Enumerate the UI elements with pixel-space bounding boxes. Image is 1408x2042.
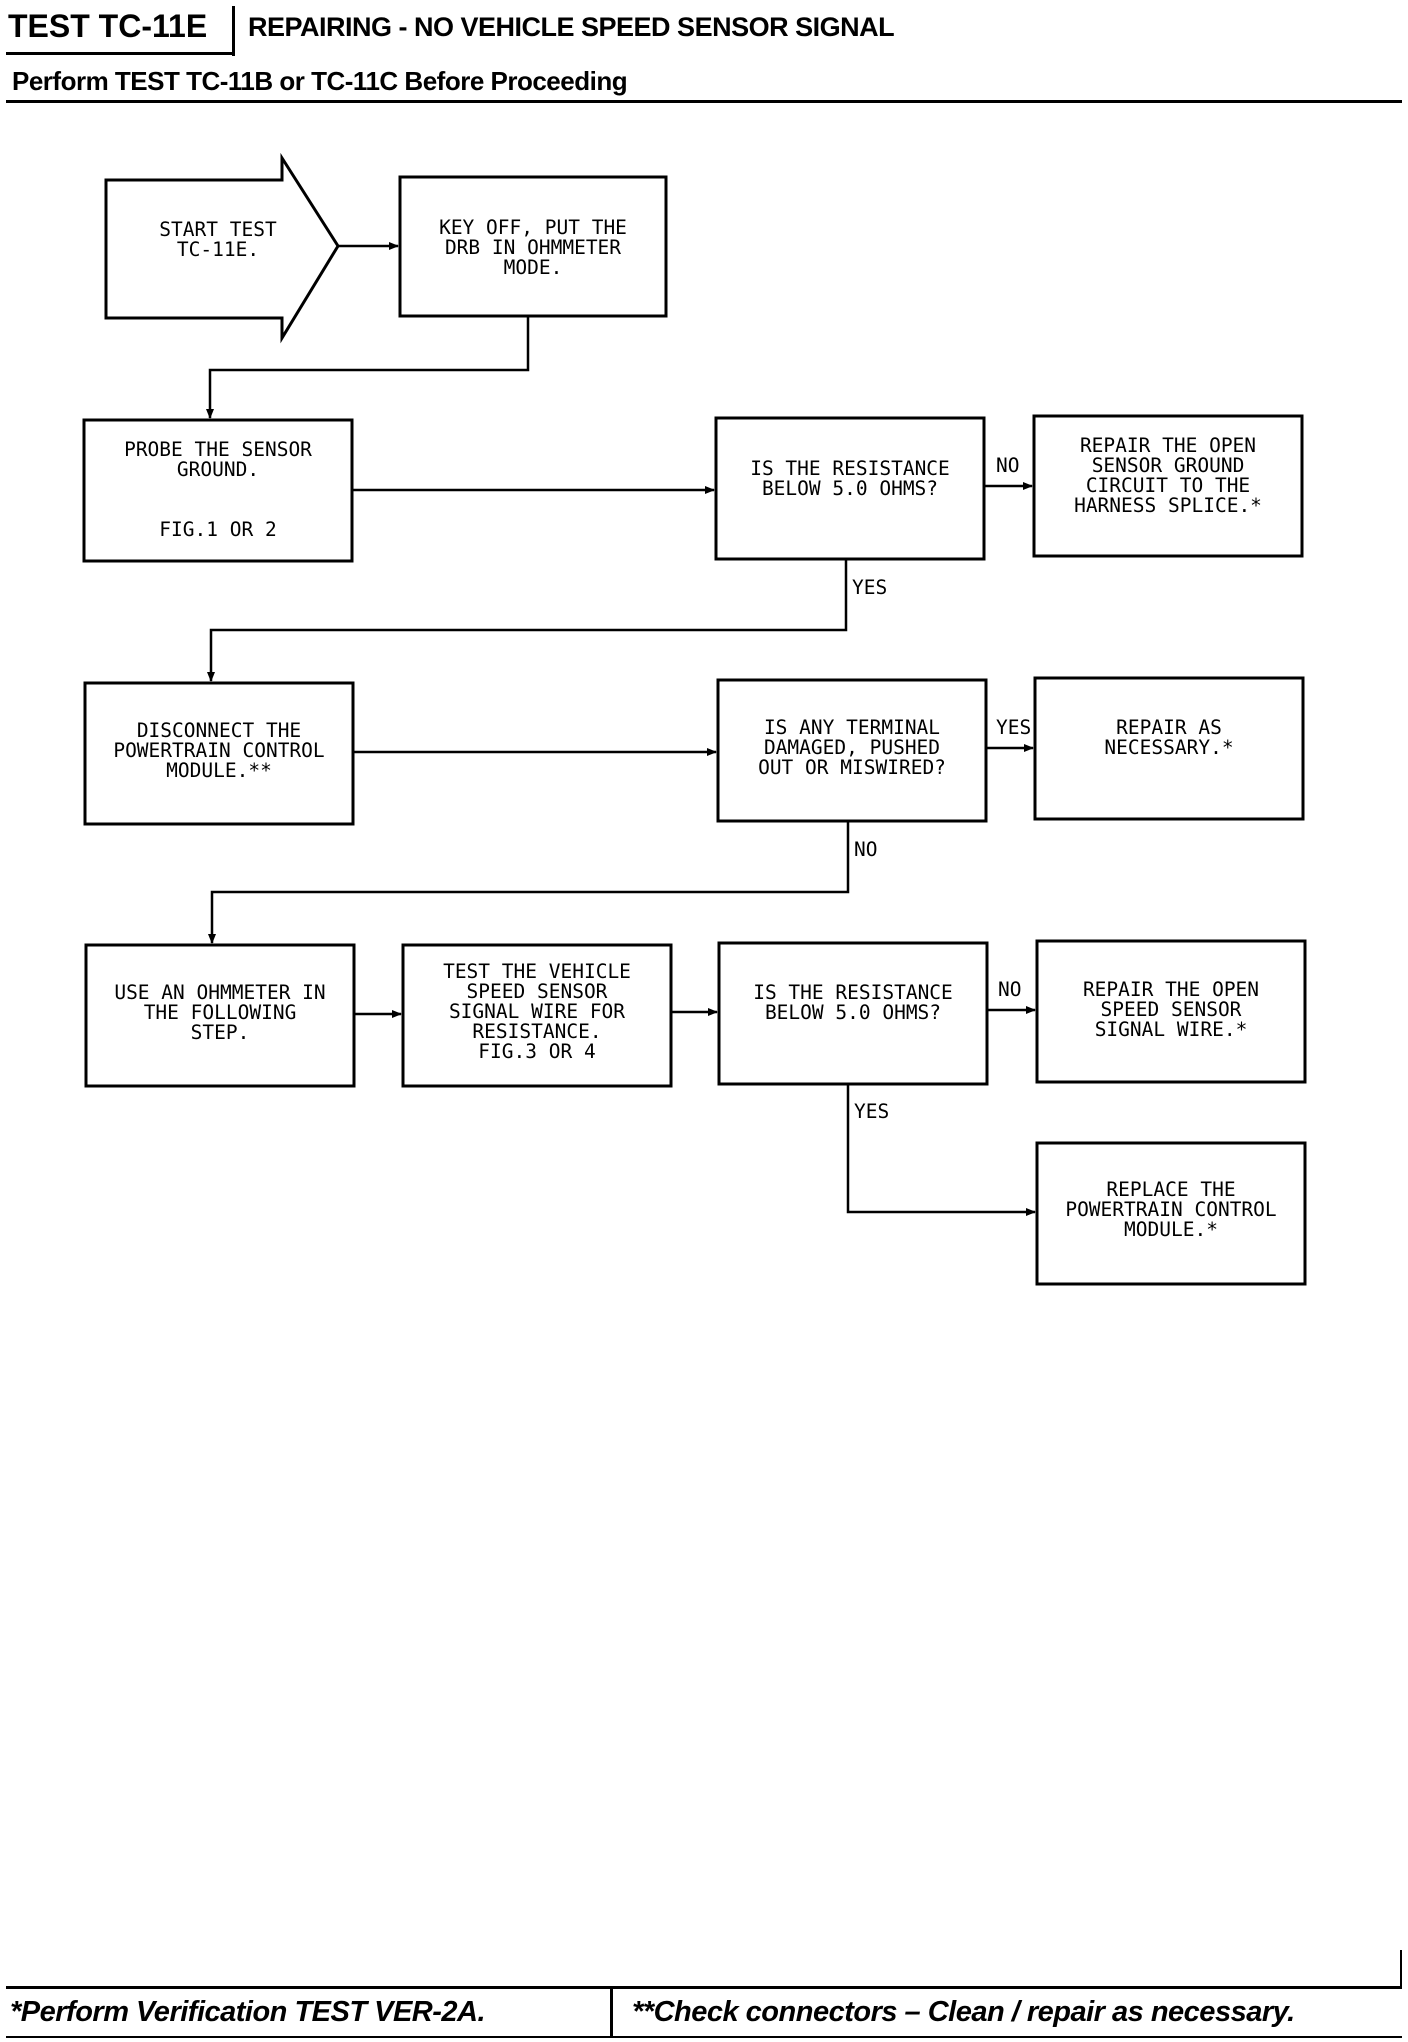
repair-ground-box xyxy=(1032,414,1304,558)
label-no-2: NO xyxy=(854,838,877,861)
footer-note-verification: *Perform Verification TEST VER-2A. xyxy=(10,1996,486,2028)
header-divider xyxy=(232,6,235,56)
start-arrow-shape xyxy=(104,152,340,344)
footer-divider xyxy=(610,1986,613,2038)
label-yes-2: YES xyxy=(996,716,1031,739)
use-ohmmeter-box xyxy=(84,943,356,1088)
label-yes-1: YES xyxy=(852,576,887,599)
test-id: TEST TC-11E xyxy=(8,8,208,44)
repair-necessary-box xyxy=(1033,676,1305,821)
connector-q2-no xyxy=(208,821,850,944)
question-terminal-box xyxy=(716,678,988,823)
header-rule xyxy=(6,100,1402,103)
disconnect-box xyxy=(83,681,355,826)
label-no-3: NO xyxy=(998,978,1021,1001)
label-no-1: NO xyxy=(996,454,1019,477)
question-resistance-1-box xyxy=(714,416,986,561)
repair-signal-box xyxy=(1035,939,1307,1084)
header-id-underline xyxy=(6,52,234,55)
replace-pcm-box xyxy=(1035,1141,1307,1286)
test-signal-box xyxy=(401,943,673,1088)
footer-rule xyxy=(6,1986,1402,1989)
connector-q1-yes xyxy=(207,559,848,682)
connector-keyoff-probe xyxy=(206,316,530,419)
footer-note-connectors: **Check connectors – Clean / repair as n… xyxy=(632,1996,1295,2028)
footer-bottom-rule xyxy=(6,2036,1402,2038)
connector-q3-yes xyxy=(846,1084,1036,1216)
page-subtitle: Perform TEST TC-11B or TC-11C Before Pro… xyxy=(12,66,628,96)
probe-fig-text: FIG.1 OR 2 xyxy=(159,518,276,541)
label-yes-3: YES xyxy=(854,1100,889,1123)
page-title: REPAIRING - NO VEHICLE SPEED SENSOR SIGN… xyxy=(248,12,895,42)
question-resistance-2-box xyxy=(717,941,989,1086)
footer-right-edge xyxy=(1400,1950,1402,1988)
key-off-box xyxy=(398,175,668,318)
